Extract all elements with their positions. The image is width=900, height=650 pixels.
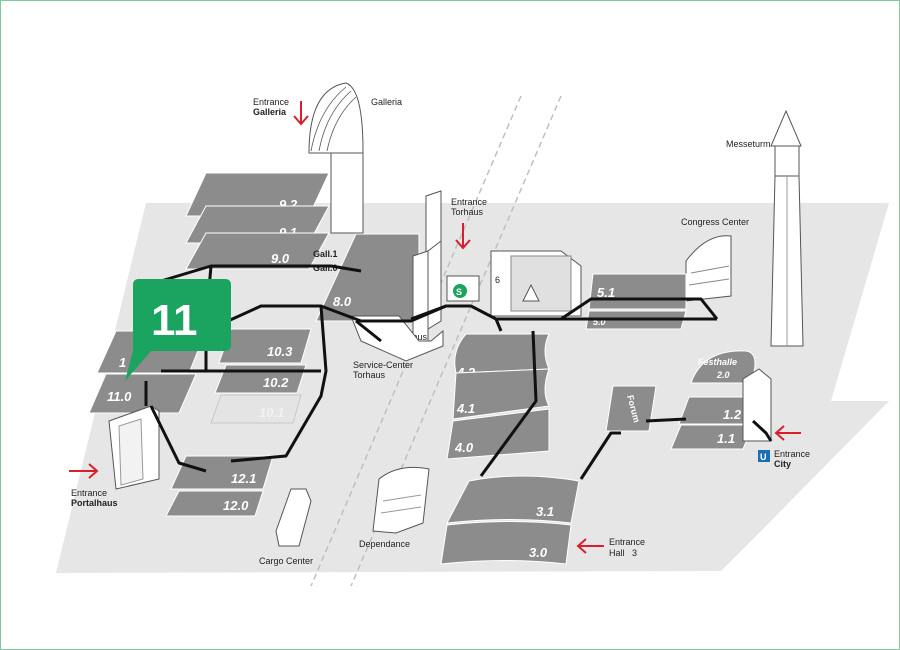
entrance-galleria-arrow	[293, 101, 309, 126]
galleria-building[interactable]	[308, 82, 364, 234]
service-center-label-1: Service-Center	[353, 360, 413, 370]
entrance-city-label-1: Entrance	[774, 449, 810, 459]
hall-9-0[interactable]: 9.0	[185, 232, 330, 270]
festhalle-label: Festhalle	[698, 357, 737, 367]
hall-label-2-0: 2.0	[716, 370, 730, 380]
svg-text:U: U	[760, 452, 767, 462]
hall-label-12-1: 12.1	[231, 471, 256, 486]
hall-label-8-0: 8.0	[333, 294, 352, 309]
torhaus-building[interactable]	[412, 190, 442, 347]
hall-3-1[interactable]: 3.1	[446, 475, 580, 524]
hall-9-2[interactable]: 9.2	[185, 172, 330, 217]
ubahn-icon	[758, 450, 770, 462]
city-building	[742, 368, 772, 442]
entrance-portalhaus-arrow	[69, 463, 99, 479]
hall-label-5-0: 5.0	[593, 317, 606, 327]
entrance-hall3-arrow	[576, 538, 604, 554]
entrance-torhaus-label-1: Entrance	[451, 197, 487, 207]
entrance-torhaus-label-2: Torhaus	[451, 207, 484, 217]
service-center-building[interactable]	[350, 315, 444, 362]
hall-label-12-0: 12.0	[223, 498, 249, 513]
construction-sign-icon	[522, 283, 540, 302]
hall-10-1[interactable]: 10.1	[210, 394, 302, 424]
forum-building[interactable]: Forum	[605, 385, 657, 432]
hall-5-1[interactable]: 5.1	[588, 273, 687, 310]
entrance-city-label-2: City	[774, 459, 791, 469]
hall-label-1-2: 1.2	[723, 407, 742, 422]
ubahn-station[interactable]: U	[758, 450, 770, 462]
hall-label-4-0: 4.0	[454, 440, 474, 455]
hall-label-11-1: 1	[119, 355, 126, 370]
hall-label-3-0: 3.0	[529, 545, 548, 560]
hall-1-1[interactable]: 1.1	[670, 424, 754, 450]
highlight-badge-label: 11	[151, 296, 198, 345]
hall-label-10-1: 10.1	[259, 405, 284, 420]
hall-label-11-0: 11.0	[107, 389, 132, 404]
galleria-level-1: Gall.1	[313, 249, 338, 259]
entrance-hall3-label-1: Entrance	[609, 537, 645, 547]
hall-3-0[interactable]: 3.0	[440, 521, 572, 565]
cargo-center-label: Cargo Center	[259, 556, 313, 566]
hall-label-10-3: 10.3	[267, 344, 293, 359]
hall-8-0[interactable]: 8.0	[315, 233, 420, 322]
entrance-city-arrow	[774, 425, 801, 441]
hall-6-building[interactable]: 6	[490, 250, 582, 317]
hall-label-10-2: 10.2	[263, 375, 289, 390]
messeturm-label: Messeturm	[726, 139, 771, 149]
entrance-galleria-label-1: Entrance	[253, 97, 289, 107]
entrance-hall3-label-2: Hall 3	[609, 548, 637, 558]
hall-12-1[interactable]: 12.1	[170, 455, 274, 490]
galleria-level-0: Gall.0	[313, 263, 338, 273]
hall-label-3-1: 3.1	[536, 504, 554, 519]
hall-10-2[interactable]: 10.2	[214, 364, 307, 394]
sbahn-icon	[453, 284, 467, 298]
hall-10-3[interactable]: 10.3	[218, 328, 312, 364]
hall-label-4-1: 4.1	[456, 401, 475, 416]
entrance-torhaus-arrow	[455, 223, 471, 250]
hall-label-9-0: 9.0	[271, 251, 290, 266]
hall-11-0[interactable]: 11.0	[88, 373, 197, 414]
dependance-label: Dependance	[359, 539, 410, 549]
hall-label-1-1: 1.1	[717, 431, 735, 446]
hall-4-0[interactable]: 4.0	[446, 408, 550, 460]
cargo-center-building[interactable]	[275, 488, 312, 547]
hall-11-highlight-marker[interactable]: 11	[125, 279, 231, 381]
messeturm-building[interactable]	[770, 109, 804, 347]
dependance-building[interactable]	[372, 466, 430, 534]
sbahn-station[interactable]: S	[446, 275, 480, 302]
congress-center-label: Congress Center	[681, 217, 749, 227]
entrance-portalhaus-label-2: Portalhaus	[71, 498, 118, 508]
congress-center-building[interactable]	[685, 235, 732, 302]
entrance-portalhaus-label-1: Entrance	[71, 488, 107, 498]
hall-12-0[interactable]: 12.0	[165, 490, 264, 517]
hall-label-5-1: 5.1	[597, 285, 615, 300]
service-center-label-2: Torhaus	[353, 370, 386, 380]
entrance-galleria-label-2: Galleria	[253, 107, 287, 117]
hall-4-1[interactable]: 4.1	[452, 368, 550, 420]
svg-text:6: 6	[495, 275, 500, 285]
svg-text:S: S	[456, 287, 462, 297]
galleria-label: Galleria	[371, 97, 402, 107]
railway-track	[310, 95, 522, 587]
portalhaus-building[interactable]	[108, 405, 160, 490]
